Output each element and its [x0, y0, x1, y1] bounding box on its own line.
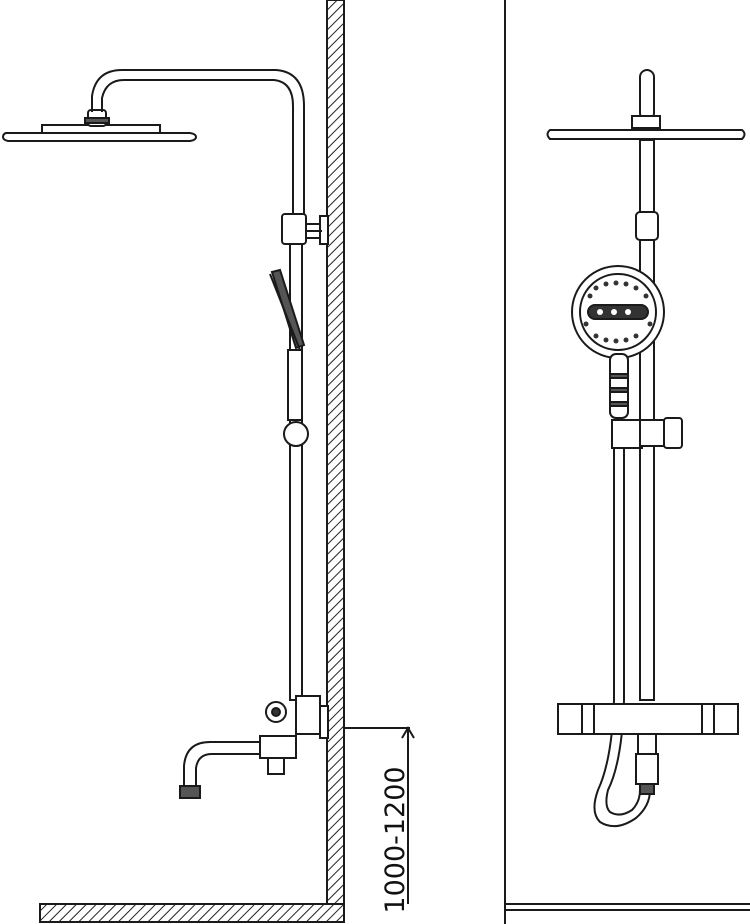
overhead-arm-front: [639, 69, 655, 121]
shower-hose: [593, 448, 651, 828]
overhead-arm: [91, 69, 305, 216]
height-dimension: [344, 726, 415, 904]
slider-knob: [283, 421, 309, 447]
mixer-bar-front: [557, 703, 739, 735]
spray-nozzles: [583, 280, 653, 344]
wall-connector: [319, 705, 329, 739]
floor: [39, 903, 345, 923]
hand-shower: [269, 268, 306, 421]
front-view: [504, 0, 750, 924]
bath-spout: [179, 741, 261, 799]
mixer-outlet: [635, 733, 659, 795]
upper-wall-bracket: [281, 213, 329, 245]
height-dimension-label: 1000-1200: [380, 766, 411, 913]
mixer-valve: [259, 695, 321, 775]
rain-shower-head: [1, 109, 198, 142]
wall: [326, 0, 345, 905]
side-view: 1000-1200: [1, 0, 415, 923]
hand-shower-front: [571, 265, 665, 419]
niche-frame: [504, 0, 750, 924]
slider-holder: [611, 417, 683, 449]
rain-shower-head-front: [546, 115, 746, 140]
